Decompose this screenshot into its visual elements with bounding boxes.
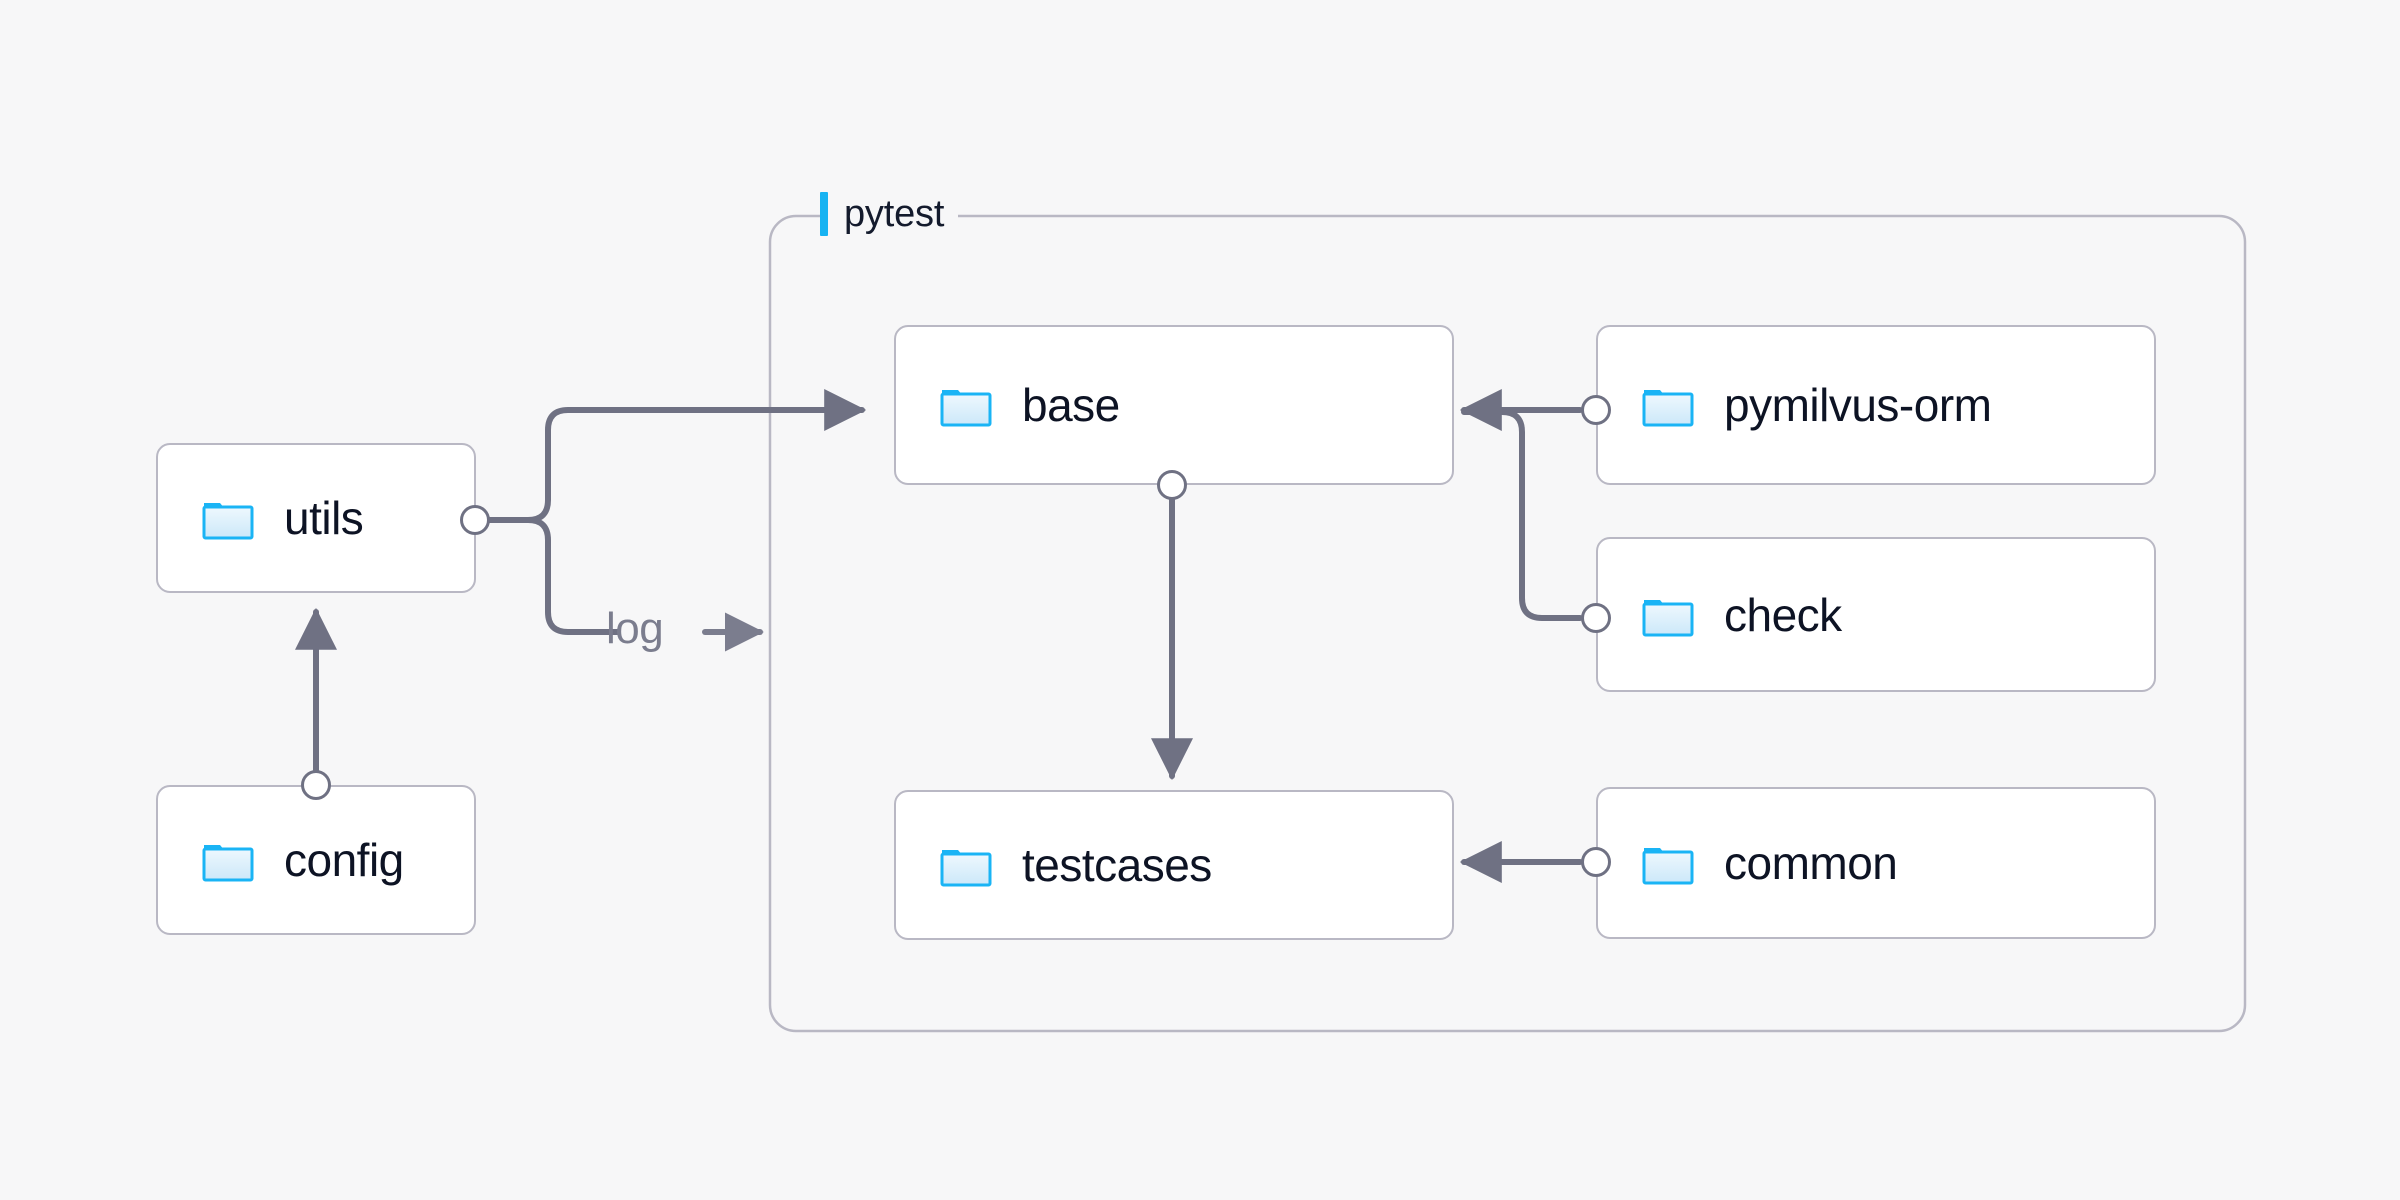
node-utils[interactable]: utils [156,443,476,593]
folder-icon [1642,593,1694,637]
node-label: config [284,834,404,886]
port-check-left[interactable] [1581,603,1611,633]
node-config[interactable]: config [156,785,476,935]
port-common-left[interactable] [1581,847,1611,877]
folder-icon [1642,841,1694,885]
node-pymilvus-orm[interactable]: pymilvus-orm [1596,325,2156,485]
node-label: check [1724,588,1842,641]
node-label: common [1724,837,1898,889]
node-label: pymilvus-orm [1724,379,1992,431]
pytest-group-title: pytest [844,192,945,235]
node-check[interactable]: check [1596,537,2156,692]
port-base-bottom[interactable] [1157,470,1187,500]
port-config-top[interactable] [301,770,331,800]
folder-icon [1642,383,1694,427]
accent-bar-icon [820,192,828,236]
node-label: testcases [1022,839,1212,891]
node-common[interactable]: common [1596,787,2156,939]
folder-icon [202,496,254,540]
node-base[interactable]: base [894,325,1454,485]
folder-icon [202,838,254,882]
port-pymilvus-orm-left[interactable] [1581,395,1611,425]
folder-icon [940,843,992,887]
folder-icon [940,383,992,427]
node-label: base [1022,379,1120,431]
pytest-group-label: pytest [820,190,959,238]
port-utils-right[interactable] [460,505,490,535]
pytest-group-border [768,214,2247,1033]
edge-label-log: log [606,604,664,653]
node-label: utils [284,492,364,544]
node-testcases[interactable]: testcases [894,790,1454,940]
